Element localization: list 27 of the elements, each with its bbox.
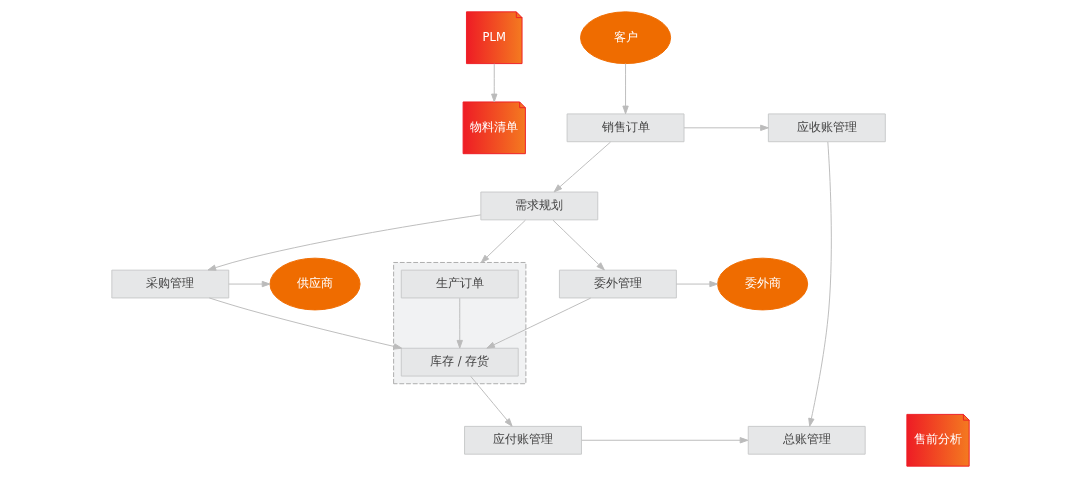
node-box: 库存 / 存货	[400, 347, 519, 377]
node-box: 总账管理	[747, 425, 866, 455]
arrow	[683, 124, 769, 131]
arrow	[553, 141, 611, 193]
arrow	[580, 437, 748, 444]
node-box: 应收账管理	[767, 113, 886, 143]
arrow	[480, 219, 526, 263]
arrow	[207, 214, 481, 271]
node-box: 采购管理	[110, 269, 229, 299]
arrow	[490, 63, 497, 103]
node-ellipse: 委外商	[716, 257, 808, 311]
arrow	[208, 297, 402, 350]
node-box: 生产订单	[400, 269, 519, 299]
node-box: 应付账管理	[463, 425, 582, 455]
node-ellipse: 供应商	[269, 257, 361, 311]
node-box: 委外管理	[558, 269, 677, 299]
arrow	[227, 280, 270, 288]
node-ellipse: 客户	[579, 11, 671, 65]
node-box: 需求规划	[479, 191, 598, 221]
arrow	[807, 141, 832, 427]
node-box: 销售订单	[566, 113, 684, 143]
arrow	[456, 297, 463, 349]
arrow	[552, 219, 605, 271]
arrow	[469, 375, 513, 427]
arrow	[675, 280, 718, 288]
arrow	[621, 63, 629, 115]
arrow	[485, 297, 591, 349]
